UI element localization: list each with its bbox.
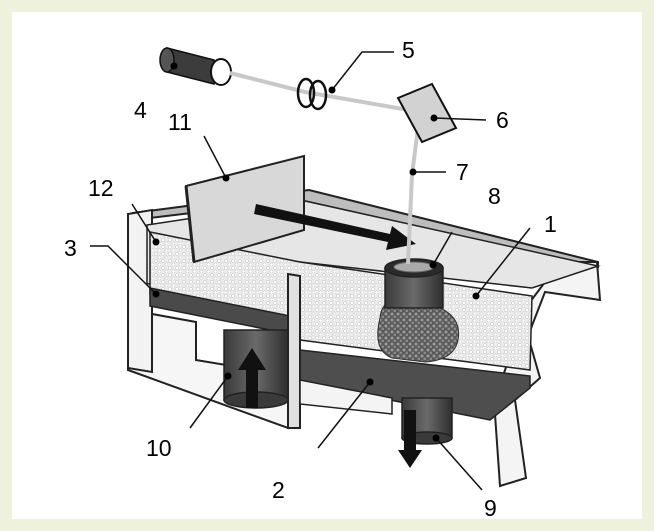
arrow-down-icon: [398, 410, 422, 468]
sls-printer-diagram: 1 2 3 4 5 6 7 8 9 10 11 12: [64, 37, 602, 519]
label-9: 9: [484, 495, 497, 519]
lens: [296, 77, 328, 111]
label-7: 7: [456, 159, 469, 185]
scanning-mirror: [396, 82, 458, 144]
front-wall-middle: [287, 272, 301, 429]
label-8: 8: [488, 183, 501, 209]
arrow-up-icon: [238, 348, 266, 408]
label-12: 12: [88, 175, 114, 201]
label-10: 10: [146, 435, 172, 461]
arrow-right-icon: [254, 204, 416, 250]
label-2: 2: [272, 477, 285, 503]
label-3: 3: [64, 235, 77, 261]
laser-source: [159, 47, 232, 86]
label-11: 11: [168, 109, 192, 135]
label-5: 5: [402, 37, 415, 63]
leader-dots: [152, 62, 480, 442]
label-6: 6: [496, 107, 509, 133]
label-1: 1: [544, 211, 557, 237]
diagram-panel: 1 2 3 4 5 6 7 8 9 10 11 12: [12, 12, 642, 519]
label-4: 4: [134, 97, 147, 123]
leader-lines: [90, 51, 531, 491]
